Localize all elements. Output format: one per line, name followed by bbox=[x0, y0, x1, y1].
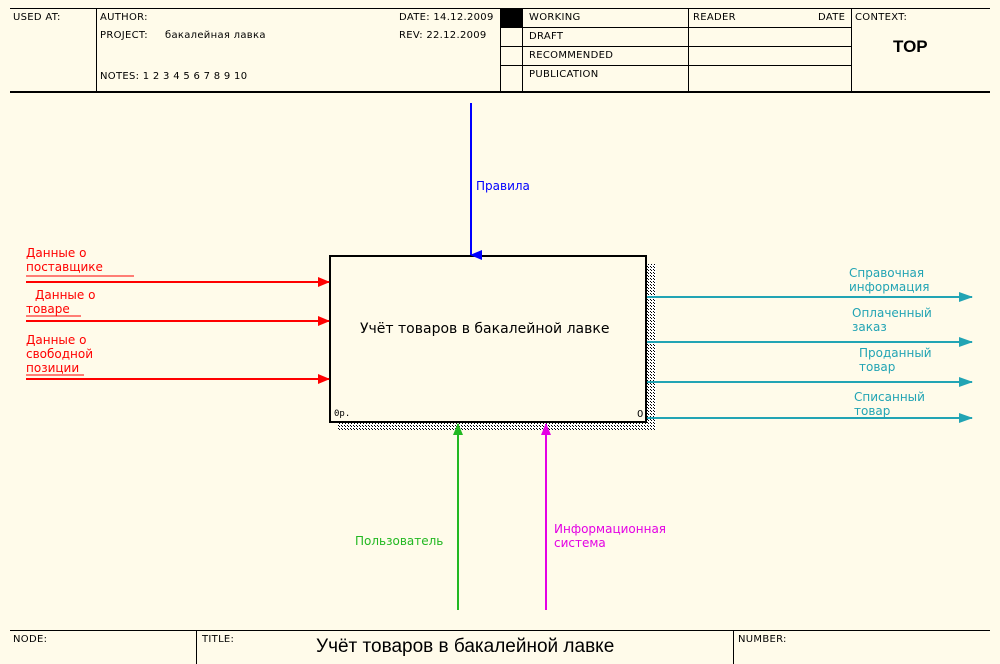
status-working: WORKING bbox=[529, 12, 581, 23]
project-label: PROJECT: bbox=[100, 30, 148, 41]
project-name: бакалейная лавка bbox=[165, 30, 266, 41]
context-value: TOP bbox=[893, 37, 928, 56]
reader-label: READER bbox=[693, 12, 736, 23]
notes-label: NOTES: 1 2 3 4 5 6 7 8 9 10 bbox=[100, 71, 248, 82]
author-label: AUTHOR: bbox=[100, 12, 148, 23]
activity-box-label: Учёт товаров в бакалейной лавке bbox=[360, 321, 610, 337]
activity-box bbox=[329, 255, 647, 423]
activity-node-number: 0 bbox=[637, 409, 644, 420]
reader-date-label: DATE bbox=[818, 12, 846, 23]
used-at-label: USED AT: bbox=[13, 12, 61, 23]
context-label: CONTEXT: bbox=[855, 12, 908, 23]
status-recommended: RECOMMENDED bbox=[529, 50, 614, 61]
activity-op-label: 0р. bbox=[334, 409, 351, 419]
footer-title: Учёт товаров в бакалейной лавке bbox=[316, 636, 615, 657]
status-draft: DRAFT bbox=[529, 31, 564, 42]
working-marker bbox=[501, 9, 522, 27]
mechanism-label-user: Пользователь bbox=[355, 534, 444, 548]
status-publication: PUBLICATION bbox=[529, 69, 599, 80]
node-label: NODE: bbox=[13, 634, 48, 645]
title-label: TITLE: bbox=[202, 634, 235, 645]
number-label: NUMBER: bbox=[738, 634, 787, 645]
rev-label: REV: 22.12.2009 bbox=[399, 30, 487, 41]
date-label: DATE: 14.12.2009 bbox=[399, 12, 494, 23]
control-label: Правила bbox=[476, 179, 530, 193]
